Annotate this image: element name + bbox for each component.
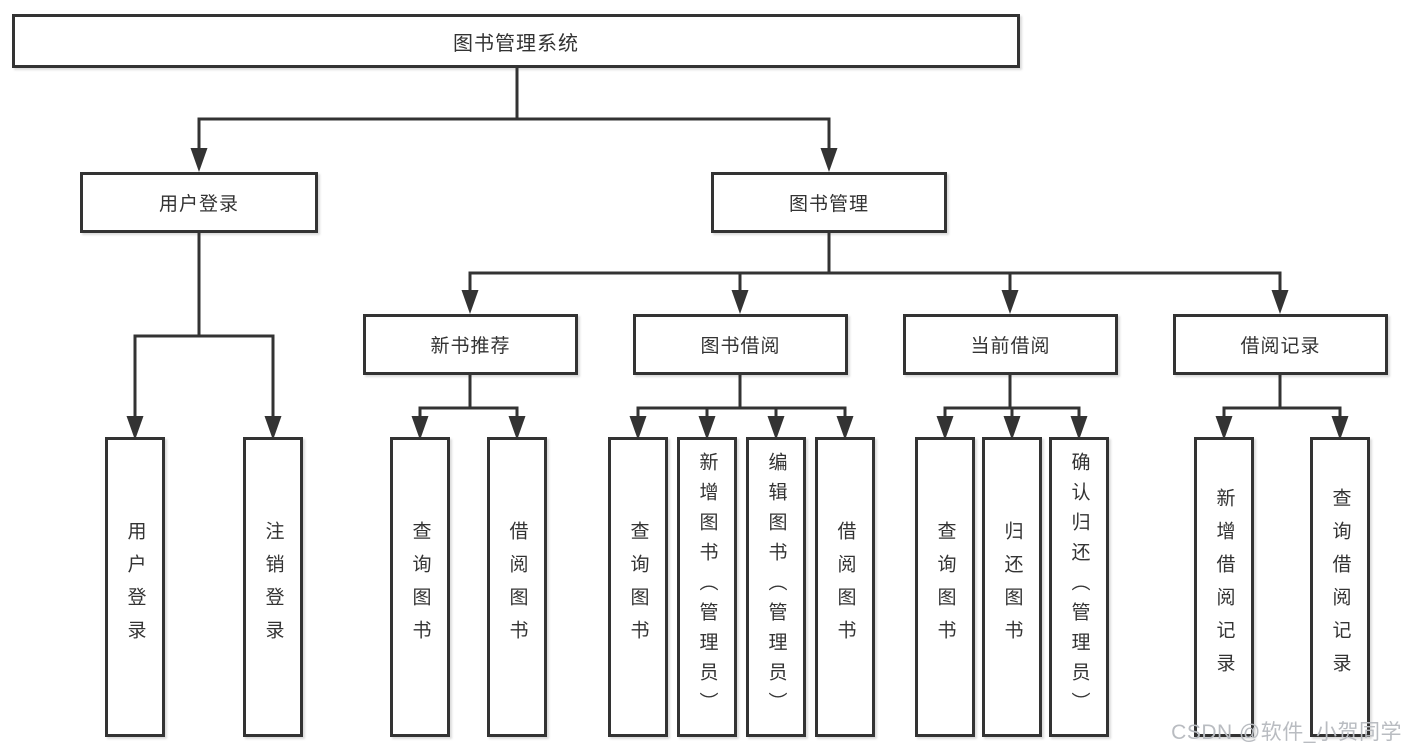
leaf-label: 编辑图书（管理员） <box>765 452 787 722</box>
arrowhead-icon <box>820 148 838 172</box>
leaf-add-borrow-record: 新增借阅记录 <box>1194 437 1254 737</box>
arrowhead-icon <box>1001 290 1019 314</box>
leaf-label: 注销登录 <box>262 521 284 653</box>
arrowhead-icon <box>731 290 749 314</box>
csdn-watermark: CSDN @软件_小贺同学 <box>1171 721 1402 744</box>
leaf-label: 确认归还（管理员） <box>1068 452 1090 722</box>
leaf-label: 借阅图书 <box>506 521 528 653</box>
leaf-confirm-return-admin: 确认归还（管理员） <box>1049 437 1109 737</box>
leaf-label: 用户登录 <box>124 521 146 653</box>
arrowhead-icon <box>190 148 208 172</box>
leaf-return-book: 归还图书 <box>982 437 1042 737</box>
node-library-management-system: 图书管理系统 <box>12 14 1020 68</box>
node-label: 用户登录 <box>158 194 239 215</box>
leaf-label: 查询图书 <box>627 521 649 653</box>
node-label: 新书推荐 <box>430 336 511 357</box>
leaf-borrow-books-recommend: 借阅图书 <box>487 437 547 737</box>
leaf-query-books-recommend: 查询图书 <box>390 437 450 737</box>
node-label: 图书管理系统 <box>453 32 579 55</box>
leaf-label: 新增图书（管理员） <box>696 452 718 722</box>
leaf-query-borrow-record: 查询借阅记录 <box>1310 437 1370 737</box>
node-label: 借阅记录 <box>1240 336 1321 357</box>
leaf-edit-book-admin: 编辑图书（管理员） <box>746 437 806 737</box>
leaf-label: 查询借阅记录 <box>1329 488 1351 686</box>
leaf-label: 归还图书 <box>1001 521 1023 653</box>
node-book-borrowing: 图书借阅 <box>633 314 848 375</box>
node-current-borrowing: 当前借阅 <box>903 314 1118 375</box>
leaf-user-login: 用户登录 <box>105 437 165 737</box>
node-label: 图书管理 <box>788 194 869 215</box>
leaf-label: 查询图书 <box>409 521 431 653</box>
leaf-query-books-current: 查询图书 <box>915 437 975 737</box>
leaf-add-book-admin: 新增图书（管理员） <box>677 437 737 737</box>
arrowhead-icon <box>1271 290 1289 314</box>
leaf-label: 查询图书 <box>934 521 956 653</box>
leaf-label: 借阅图书 <box>834 521 856 653</box>
node-label: 图书借阅 <box>700 336 781 357</box>
node-user-login: 用户登录 <box>80 172 318 233</box>
leaf-borrow-books-borrow: 借阅图书 <box>815 437 875 737</box>
node-book-management: 图书管理 <box>711 172 947 233</box>
node-borrowing-records: 借阅记录 <box>1173 314 1388 375</box>
leaf-label: 新增借阅记录 <box>1213 488 1235 686</box>
arrowhead-icon <box>461 290 479 314</box>
node-new-book-recommendation: 新书推荐 <box>363 314 578 375</box>
leaf-logout: 注销登录 <box>243 437 303 737</box>
leaf-query-books-borrow: 查询图书 <box>608 437 668 737</box>
node-label: 当前借阅 <box>970 336 1051 357</box>
